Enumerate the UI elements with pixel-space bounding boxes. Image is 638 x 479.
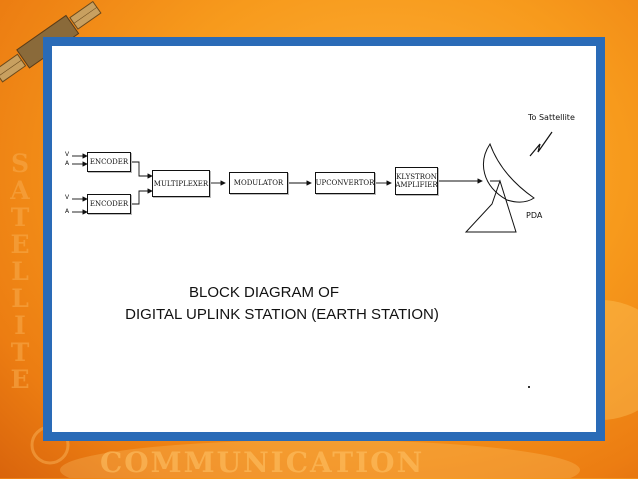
klystron-amplifier-block: KLYSTRON AMPLIFIER: [395, 167, 438, 195]
caption-line-2: DIGITAL UPLINK STATION (EARTH STATION): [125, 306, 439, 323]
multiplexer-block: MULTIPLEXER: [152, 170, 210, 197]
encoder1-a-input: A: [65, 160, 70, 167]
amplifier-label: AMPLIFIER: [395, 181, 438, 189]
encoder-block-1: ENCODER: [87, 152, 131, 172]
slide-frame: ENCODER ENCODER MULTIPLEXER MODULATOR UP…: [43, 37, 605, 441]
block-diagram-wiring: [72, 131, 553, 233]
klystron-label: KLYSTRON: [396, 173, 437, 181]
pda-label: PDA: [526, 211, 543, 220]
communication-text: COMMUNICATION: [100, 446, 425, 479]
encoder1-link: [131, 161, 153, 179]
signal-bolt-icon: [529, 131, 553, 157]
encoder2-a-input: A: [65, 208, 70, 215]
stray-dot: [528, 386, 530, 388]
encoder1-v-input: V: [65, 151, 70, 158]
encoder2-v-input: V: [65, 194, 70, 201]
upconvertor-block: UPCONVERTOR: [315, 172, 375, 194]
satellite-vertical-text: SATELLITE: [10, 149, 32, 394]
dish-antenna-icon: [464, 142, 535, 233]
to-satellite-label: To Sattellite: [528, 113, 575, 122]
encoder-block-2: ENCODER: [87, 194, 131, 214]
modulator-block: MODULATOR: [229, 172, 288, 194]
slide-content: ENCODER ENCODER MULTIPLEXER MODULATOR UP…: [52, 46, 596, 432]
caption-line-1: BLOCK DIAGRAM OF: [188, 284, 340, 301]
encoder2-link: [131, 188, 153, 205]
